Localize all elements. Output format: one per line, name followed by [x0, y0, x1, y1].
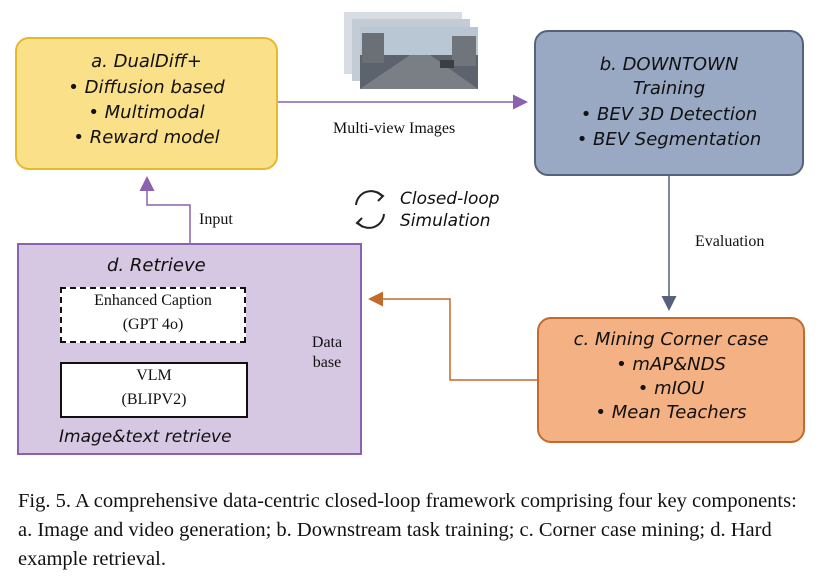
retrieve-box: d. Retrieve Enhanced Caption (GPT 4o) VL…	[17, 243, 362, 455]
mining-title: c. Mining Corner case	[573, 329, 769, 350]
dualdiff-item-1: Diffusion based	[17, 77, 276, 98]
vlm-box: VLM (BLIPV2)	[60, 362, 248, 418]
dualdiff-item-2: Multimodal	[17, 102, 276, 123]
mining-item-3: Mean Teachers	[539, 402, 803, 423]
mining-item-2: mIOU	[539, 378, 803, 399]
downtown-subtitle: Training	[632, 78, 706, 99]
input-label: Input	[199, 211, 233, 228]
enhanced-caption-box: Enhanced Caption (GPT 4o)	[60, 287, 246, 343]
retrieve-footer: Image&text retrieve	[59, 427, 232, 447]
caption-box-line-1: Enhanced Caption	[94, 292, 212, 309]
cycle-icon	[355, 190, 385, 229]
mining-item-1: mAP&NDS	[539, 354, 803, 375]
dualdiff-title: a. DualDiff+	[91, 51, 202, 72]
mining-box: c. Mining Corner case mAP&NDS mIOU Mean …	[537, 317, 805, 443]
vlm-box-line-2: (BLIPV2)	[121, 391, 187, 408]
figure-caption: Fig. 5. A comprehensive data-centric clo…	[18, 490, 797, 570]
dualdiff-box: a. DualDiff+ Diffusion based Multimodal …	[15, 37, 278, 170]
closed-loop-line-2: Simulation	[400, 211, 491, 231]
dualdiff-item-3: Reward model	[17, 127, 276, 148]
arrow-d-to-a	[139, 176, 191, 243]
database-label: Data base	[296, 333, 358, 373]
database-label-line-2: base	[312, 354, 342, 371]
multiview-label: Multi-view Images	[333, 120, 456, 137]
downtown-item-2: BEV Segmentation	[536, 129, 802, 150]
closed-loop-label: Closed-loop Simulation	[400, 188, 500, 232]
downtown-title: b. DOWNTOWN	[599, 54, 739, 75]
database-label-line-1: Data	[311, 334, 343, 351]
downtown-item-1: BEV 3D Detection	[536, 104, 802, 125]
vlm-box-line-1: VLM	[136, 367, 172, 384]
downtown-box: b. DOWNTOWN Training BEV 3D Detection BE…	[534, 30, 804, 176]
closed-loop-line-1: Closed-loop	[400, 189, 500, 209]
retrieve-title: d. Retrieve	[107, 255, 206, 276]
evaluation-label: Evaluation	[695, 233, 765, 250]
caption-box-line-2: (GPT 4o)	[122, 316, 184, 333]
arrow-c-to-d	[368, 291, 537, 381]
street-image-stack-icon	[344, 12, 478, 89]
